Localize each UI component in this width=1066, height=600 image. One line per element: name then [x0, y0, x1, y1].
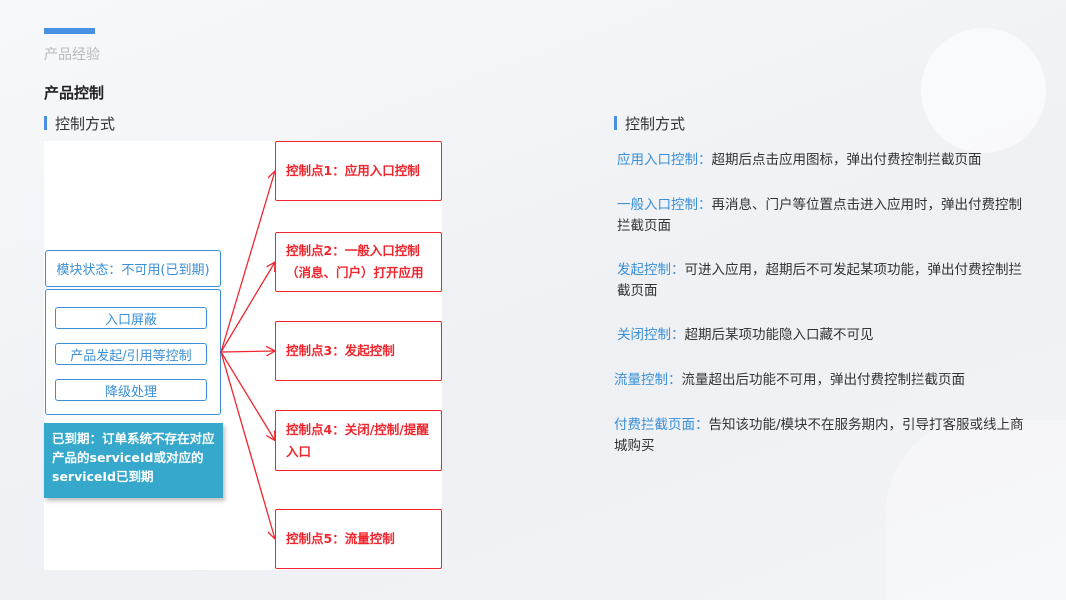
arrow-2 [220, 262, 275, 353]
breadcrumb: 产品经验 [44, 47, 100, 63]
control-point-4: 控制点4：关闭/控制/提醒入口 [275, 410, 442, 471]
inner-box-1: 入口屏蔽 [55, 307, 207, 329]
left-section-title: 控制方式 [44, 113, 115, 134]
description-text: 告知该功能/模块不在服务期内，引导打客服或线上商城购买 [614, 417, 1024, 454]
control-point-text: 控制点5：流量控制 [286, 531, 395, 546]
control-point-text: 控制点4：关闭/控制/提醒 [286, 421, 429, 437]
header-accent-bar [44, 28, 95, 34]
description-key: 应用入口控制： [617, 152, 712, 168]
description-text: 超期后某项功能隐入口藏不可见 [684, 327, 874, 343]
control-point-1: 控制点1：应用入口控制 [275, 141, 442, 201]
control-description: 付费拦截页面：告知该功能/模块不在服务期内，引导打客服或线上商城购买 [614, 415, 1024, 457]
control-description: 关闭控制：超期后某项功能隐入口藏不可见 [617, 325, 1027, 346]
arrow-5 [220, 351, 275, 539]
expired-note: 已到期：订单系统不存在对应产品的serviceId或对应的serviceId已到… [44, 423, 223, 498]
description-text: 流量超出后功能不可用，弹出付费控制拦截页面 [681, 372, 966, 388]
control-point-3: 控制点3：发起控制 [275, 321, 442, 381]
arrow-1 [220, 171, 275, 353]
page-title: 产品控制 [44, 84, 105, 102]
description-text: 再消息、门户等位置点击进入应用时，弹出付费控制拦截页面 [617, 197, 1022, 234]
control-point-text: 控制点2：一般入口控制 [286, 243, 420, 258]
right-section-title: 控制方式 [614, 113, 685, 134]
description-key: 付费拦截页面： [614, 417, 709, 433]
control-description: 一般入口控制：再消息、门户等位置点击进入应用时，弹出付费控制拦截页面 [617, 195, 1027, 237]
control-point-text: 控制点1：应用入口控制 [286, 163, 420, 178]
inner-box-2: 产品发起/引用等控制 [55, 343, 207, 365]
control-point-5: 控制点5：流量控制 [275, 509, 442, 569]
control-point-text: 入口 [286, 443, 312, 459]
inner-box-3: 降级处理 [55, 379, 207, 401]
description-text: 超期后点击应用图标，弹出付费控制拦截页面 [711, 152, 982, 168]
arrow-3 [220, 351, 275, 352]
arrow-4 [220, 351, 275, 441]
arrows [220, 0, 450, 580]
status-box: 模块状态：不可用(已到期) [45, 250, 221, 287]
decor-circle [886, 420, 1066, 600]
control-point-text: （消息、门户）打开应用 [286, 265, 424, 280]
description-text: 可进入应用，超期后不可发起某项功能，弹出付费控制拦截页面 [617, 262, 1022, 299]
control-description: 应用入口控制：超期后点击应用图标，弹出付费控制拦截页面 [617, 150, 1027, 171]
control-description: 流量控制：流量超出后功能不可用，弹出付费控制拦截页面 [614, 370, 1024, 391]
description-key: 一般入口控制： [617, 197, 712, 213]
description-key: 关闭控制： [617, 327, 685, 343]
description-key: 发起控制： [617, 262, 685, 278]
control-point-text: 控制点3：发起控制 [286, 343, 395, 358]
control-point-2: 控制点2：一般入口控制 （消息、门户）打开应用 [275, 232, 442, 292]
description-key: 流量控制： [614, 372, 682, 388]
decor-circle [921, 28, 1046, 153]
control-description: 发起控制：可进入应用，超期后不可发起某项功能，弹出付费控制拦截页面 [617, 260, 1027, 302]
